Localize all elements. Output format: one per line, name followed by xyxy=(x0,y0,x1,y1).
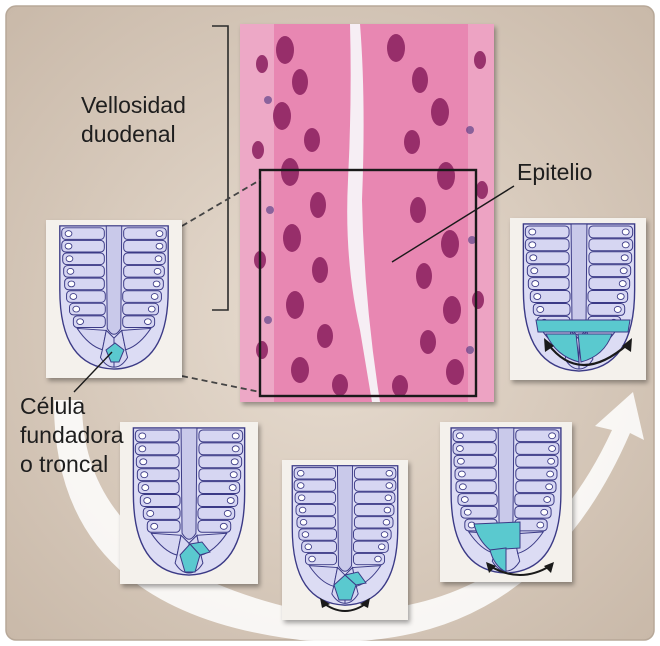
crypt-stage-3 xyxy=(282,460,408,620)
crypt-stage-4 xyxy=(440,422,572,582)
epithelium-label: Epitelio xyxy=(517,158,592,187)
villus-label-line1: Vellosidad xyxy=(81,91,186,120)
stem-cell-label: Célula fundadora o troncal xyxy=(20,392,124,479)
stem-cell-label-line3: o troncal xyxy=(20,450,124,479)
crypt-stage-5 xyxy=(510,218,646,380)
crypt-stage-2 xyxy=(120,422,258,584)
stem-cell-label-line1: Célula xyxy=(20,392,124,421)
crypt-stage-1 xyxy=(46,220,182,392)
villus-label-line2: duodenal xyxy=(81,120,186,149)
stem-cell-label-line2: fundadora xyxy=(20,421,124,450)
villus-label: Vellosidad duodenal xyxy=(81,91,186,149)
histology-image xyxy=(240,24,494,402)
